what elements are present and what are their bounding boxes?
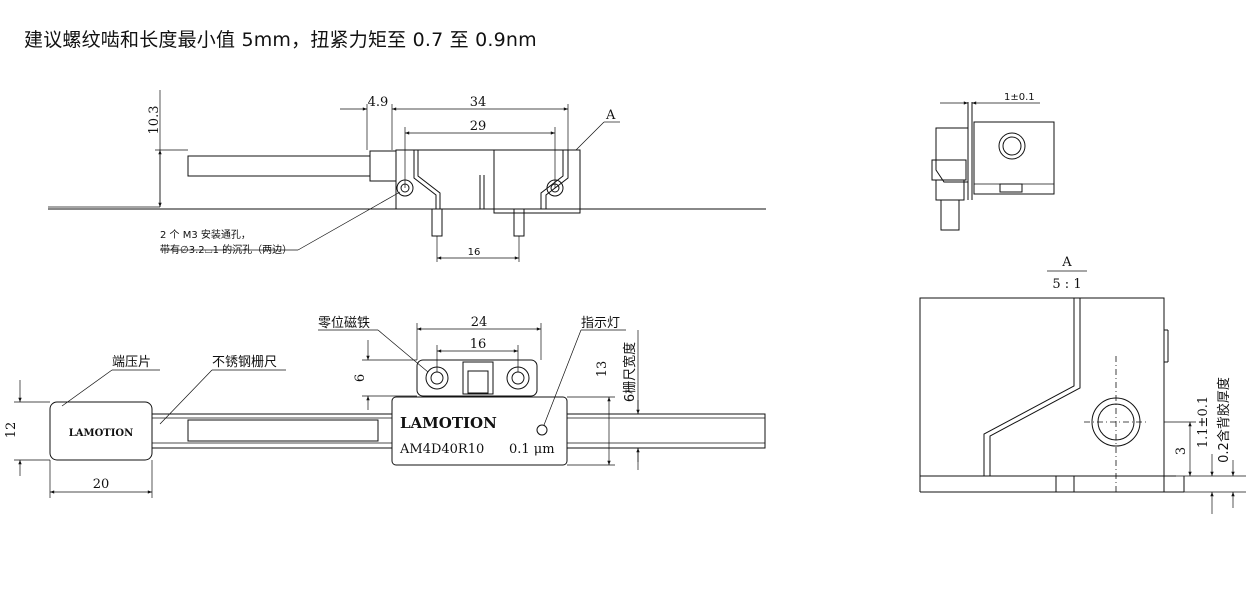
dim-13: 13: [595, 361, 610, 378]
top-view: 10.3 4.9 34 29 16 A 2 个 M3 安装通孔， 带有∅3.2⌴…: [48, 90, 766, 262]
zero-magnet: [416, 359, 538, 397]
scale-strip: [187, 155, 371, 177]
dim-24: 24: [471, 315, 488, 330]
detail-scale: 5 : 1: [1052, 277, 1081, 292]
dim-29: 29: [470, 119, 487, 134]
dim-1-1: 1.1±0.1: [1196, 396, 1211, 448]
indicator-label: 指示灯: [581, 316, 620, 331]
front-view: LAMOTION LAMOTION AM4D40R10 0.1 μm 零位磁铁 …: [4, 315, 766, 498]
mount-note-line1: 2 个 M3 安装通孔，: [160, 228, 251, 241]
dim-height: 10.3: [147, 106, 162, 135]
view-a-marker: A: [605, 108, 616, 123]
adhesive-thickness-label: 0.2含背胶厚度: [1216, 377, 1232, 463]
indicator-led: [536, 424, 548, 436]
dim-16-top: 16: [468, 247, 481, 258]
detail-view-a: A 5 : 1 3 1.1±0.1 0.2含背胶厚度: [919, 255, 1246, 514]
dim-gap: 1±0.1: [1004, 92, 1035, 103]
dim-16-front: 16: [470, 337, 487, 352]
mount-note-line2: 带有∅3.2⌴1 的沉孔（两边）: [160, 243, 292, 256]
reading-head: [391, 396, 568, 466]
scale-width-label: 6栅尺宽度: [622, 342, 638, 402]
dim-20: 20: [93, 477, 110, 492]
detail-label: A: [1061, 255, 1072, 270]
resolution: 0.1 μm: [509, 442, 555, 457]
head-brand: LAMOTION: [400, 414, 497, 432]
clamp-brand: LAMOTION: [69, 428, 134, 439]
dim-12: 12: [4, 422, 19, 439]
side-view: 1±0.1: [931, 92, 1055, 231]
scale-grating: [187, 419, 379, 442]
end-clamp-label: 端压片: [112, 355, 151, 370]
detail-block: [919, 297, 1165, 477]
dim-3: 3: [1174, 447, 1189, 455]
reading-head-body: [395, 149, 581, 210]
model-number: AM4D40R10: [399, 442, 484, 457]
dim-34: 34: [470, 95, 487, 110]
dim-4-9: 4.9: [368, 95, 389, 110]
pin-left: [431, 208, 443, 237]
zero-magnet-label: 零位磁铁: [318, 316, 370, 331]
scale-label: 不锈钢栅尺: [212, 355, 277, 370]
end-clamp: [49, 401, 153, 461]
dim-6: 6: [353, 374, 368, 382]
drawing-title: 建议螺纹啮和长度最小值 5mm，扭紧力矩至 0.7 至 0.9nm: [24, 29, 537, 51]
